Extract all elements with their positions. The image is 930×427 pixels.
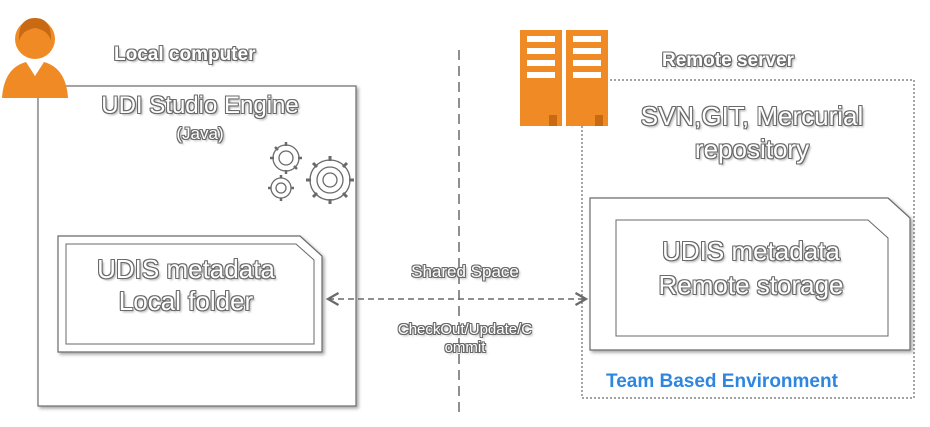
repo-line2: repository xyxy=(694,134,810,164)
shared-space-label: Shared Space xyxy=(411,262,519,281)
team-based-environment-label: Team Based Environment xyxy=(606,371,838,392)
local-folder-line2: Local folder xyxy=(118,286,254,316)
remote-server-title: Remote server xyxy=(662,50,795,71)
engine-title: UDI Studio Engine xyxy=(101,92,299,119)
engine-subtitle: (Java) xyxy=(176,124,224,143)
local-folder-line1: UDIS metadata xyxy=(97,254,275,284)
action-label-line2: ommit xyxy=(444,339,486,356)
remote-storage-line1: UDIS metadata xyxy=(662,236,840,266)
gears-icon xyxy=(268,142,354,204)
user-icon xyxy=(2,18,68,98)
action-label-line1: CheckOut/Update/C xyxy=(397,321,533,338)
remote-storage-card xyxy=(589,197,911,351)
remote-storage-line2: Remote storage xyxy=(658,270,844,300)
local-folder-card xyxy=(57,235,323,353)
local-computer-title: Local computer xyxy=(114,44,256,65)
server-icon xyxy=(520,30,608,126)
repo-line1: SVN,GIT, Mercurial xyxy=(640,101,864,131)
